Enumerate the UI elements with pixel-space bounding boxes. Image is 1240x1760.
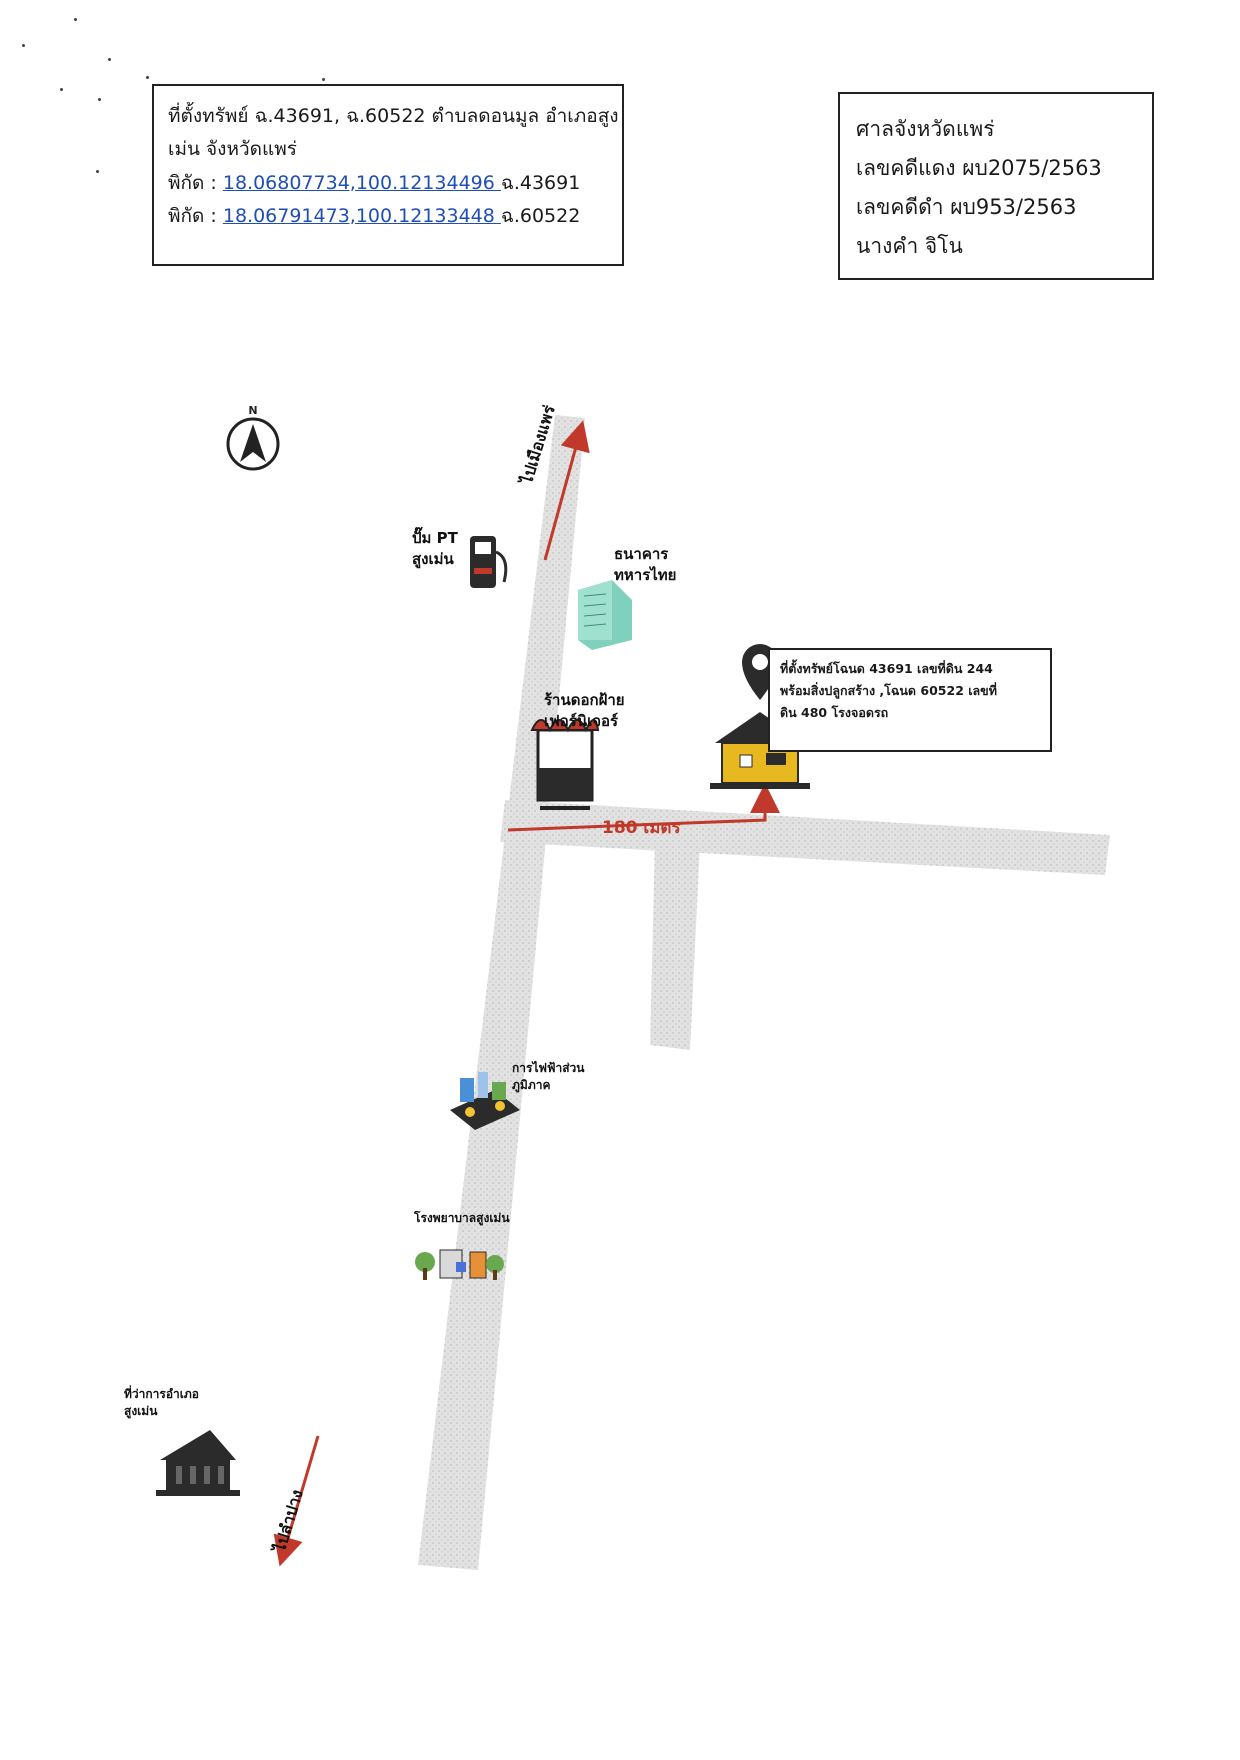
district-office-icon [156,1430,240,1496]
property-line-3: ดิน 480 โรงจอดรถ [780,704,889,720]
scan-speck [98,98,101,101]
furniture-line-2: เฟอร์นิเจอร์ [544,712,619,730]
scan-speck [146,76,149,79]
scan-speck [22,44,25,47]
district-office-line-1: ที่ว่าการอำเภอ [124,1387,199,1401]
coordinate-link-1[interactable]: 18.06807734,100.12134496 [222,171,501,194]
scan-speck [96,170,99,173]
gas-station-line-2: สูงเม่น [412,550,454,568]
owner-name: นางคำ จิโน [856,233,963,258]
property-callout-box: ที่ตั้งทรัพย์โฉนด 43691 เลขที่ดิน 244 พร… [768,648,1052,752]
coordinate-prefix-1: พิกัด : [168,171,223,194]
scan-speck [74,18,77,21]
side-road [500,800,1110,875]
electricity-office-icon [450,1072,520,1130]
coordinate-link-2[interactable]: 18.06791473,100.12133448 [222,204,501,227]
label-district-office: ที่ว่าการอำเภอ สูงเม่น [124,1386,199,1420]
property-line-2: พร้อมสิ่งปลูกสร้าง ,โฉนด 60522 เลขที่ [780,682,997,698]
gas-station-line-1: ปั๊ม PT [412,529,458,547]
court-name: ศาลจังหวัดแพร่ [856,117,995,141]
coordinate-prefix-2: พิกัด : [168,204,223,227]
coordinate-row-2: พิกัด : 18.06791473,100.12133448 ฉ.60522 [168,200,608,233]
label-furniture-shop: ร้านดอกฝ้าย เฟอร์นิเจอร์ [544,690,625,732]
coordinate-row-1: พิกัด : 18.06807734,100.12134496 ฉ.43691 [168,167,608,200]
label-gas-station: ปั๊ม PT สูงเม่น [412,528,458,570]
bank-line-1: ธนาคาร [614,545,669,563]
black-case-number: เลขคดีดำ ผบ953/2563 [856,194,1077,219]
scan-speck [108,58,111,61]
electricity-line-1: การไฟฟ้าส่วน [512,1061,585,1075]
court-case-box: ศาลจังหวัดแพร่ เลขคดีแดง ผบ2075/2563 เลข… [838,92,1154,280]
distance-arrow [507,783,780,832]
district-office-line-2: สูงเม่น [124,1403,158,1418]
location-line-1: ที่ตั้งทรัพย์ ฉ.43691, ฉ.60522 ตำบลดอนมู… [168,105,619,127]
property-location-box: ที่ตั้งทรัพย์ ฉ.43691, ฉ.60522 ตำบลดอนมู… [152,84,624,266]
furniture-line-1: ร้านดอกฝ้าย [544,691,625,709]
scan-speck [322,78,325,81]
hospital-icon [415,1249,504,1280]
bank-building-icon [578,580,632,650]
compass-letter: N [248,404,257,417]
distance-label: 180 เมตร [602,818,681,838]
south-arrow [273,1435,320,1567]
electricity-line-2: ภูมิภาค [512,1077,551,1092]
scan-speck [60,88,63,91]
main-road [418,415,585,1570]
label-bank: ธนาคาร ทหารไทย [614,544,676,586]
location-line-2: เม่น จังหวัดแพร่ [168,138,297,161]
property-line-1: ที่ตั้งทรัพย์โฉนด 43691 เลขที่ดิน 244 [780,661,993,676]
shop-stall-icon [530,719,600,810]
gas-pump-icon [470,536,508,588]
red-case-number: เลขคดีแดง ผบ2075/2563 [856,155,1102,180]
coordinate-deed-2: ฉ.60522 [500,204,581,227]
label-hospital: โรงพยาบาลสูงเม่น [414,1210,510,1227]
coordinate-deed-1: ฉ.43691 [500,171,581,194]
north-arrow [543,420,590,561]
bank-line-2: ทหารไทย [614,566,677,584]
compass-icon [226,417,280,471]
label-electricity: การไฟฟ้าส่วน ภูมิภาค [512,1060,584,1094]
branch-road [650,840,700,1050]
hospital-line-1: โรงพยาบาลสูงเม่น [414,1211,510,1225]
